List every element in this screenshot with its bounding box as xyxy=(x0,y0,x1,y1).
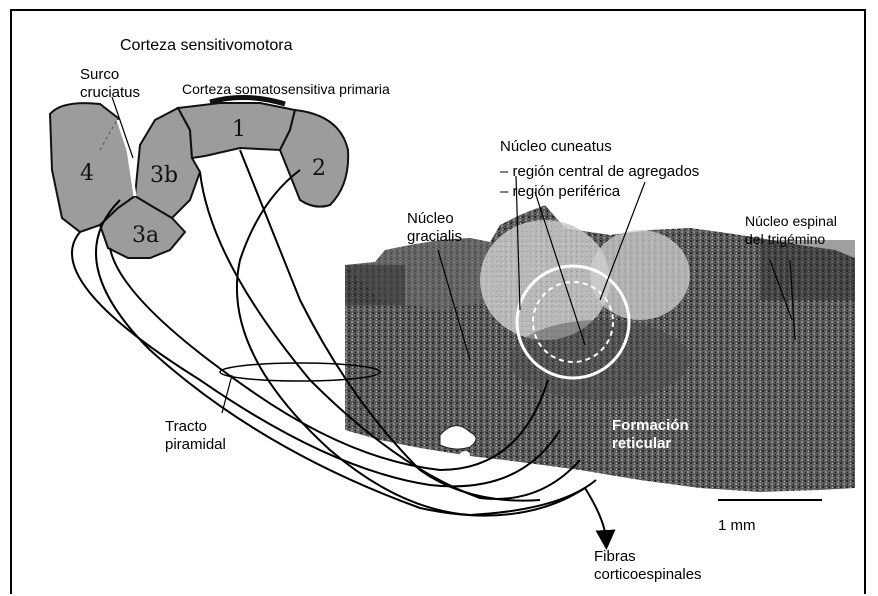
label-scale: 1 mm xyxy=(718,517,756,535)
area-num-1: 1 xyxy=(232,117,246,142)
label-primary-cortex: Corteza somatosensitiva primaria xyxy=(182,80,390,98)
label-cuneatus-central: – región central de agregados xyxy=(500,163,699,181)
figure-title: Corteza sensitivomotora xyxy=(120,37,293,55)
label-fibras-corticoespinales: Fibras corticoespinales xyxy=(594,548,724,584)
area-num-3a: 3a xyxy=(132,223,159,248)
label-nucleo-cuneatus: Núcleo cuneatus xyxy=(500,138,612,156)
label-cuneatus-peripheral: – región periférica xyxy=(500,183,620,201)
sensorimotor-cortex: 4 3b 1 2 3a xyxy=(50,97,348,258)
brainstem-section xyxy=(345,205,855,492)
area-num-4: 4 xyxy=(80,161,94,186)
label-formacion-reticular: Formación reticular xyxy=(612,417,702,453)
label-surco-cruciatus: Surco cruciatus xyxy=(80,66,160,102)
label-tracto-piramidal: Tracto piramidal xyxy=(165,418,245,454)
area-num-3b: 3b xyxy=(150,163,178,188)
label-nucleo-trigemino: Núcleo espinal del trigémino xyxy=(745,212,855,248)
area-num-2: 2 xyxy=(312,156,326,181)
label-nucleo-gracialis: Núcleo gracialis xyxy=(407,210,477,246)
